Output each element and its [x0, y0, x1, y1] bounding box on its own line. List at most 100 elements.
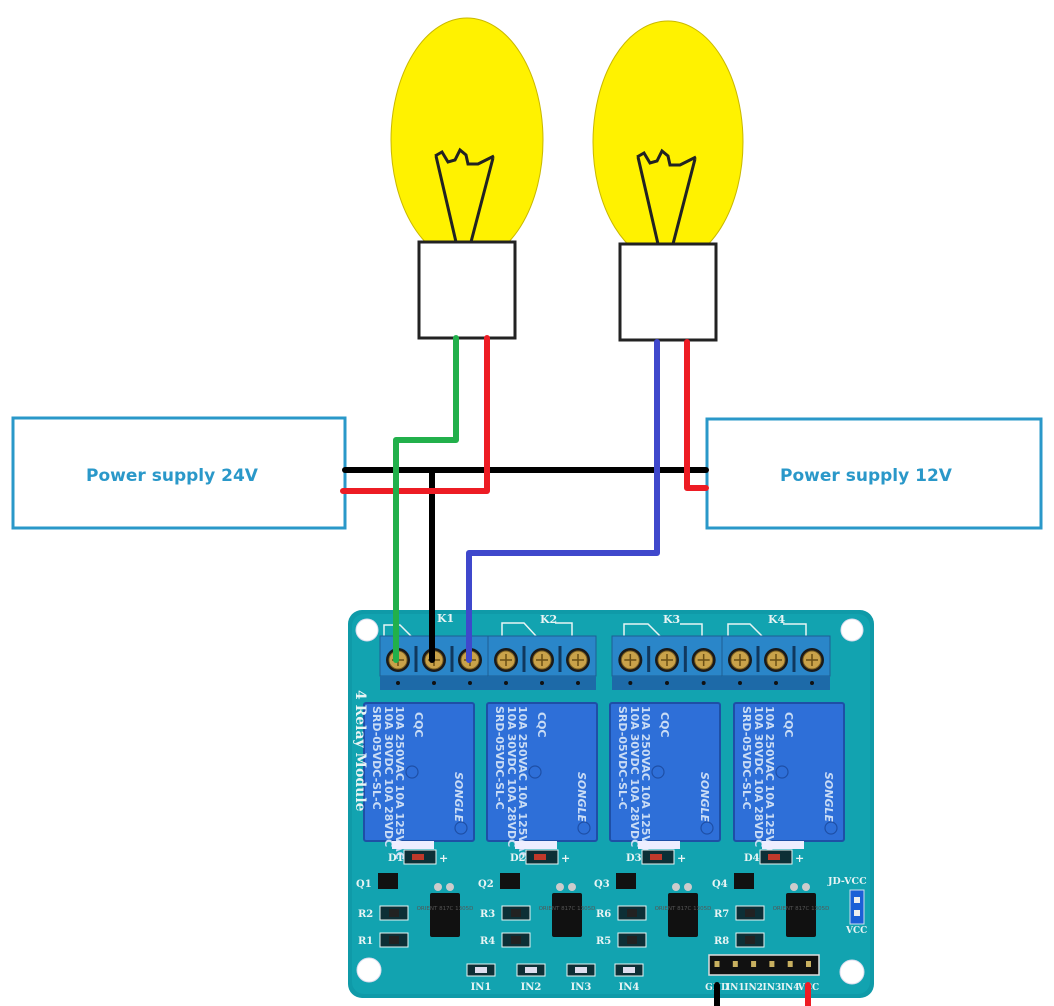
- opto-pad: [568, 883, 576, 891]
- terminal-divider: [792, 646, 796, 672]
- resistor-body: [745, 936, 755, 944]
- resistor-body: [627, 909, 637, 917]
- resistor-label: R5: [596, 936, 611, 947]
- resistor-body: [511, 909, 521, 917]
- optocoupler: [430, 893, 460, 937]
- diode-body: [650, 854, 662, 860]
- resistor-label: R3: [480, 909, 495, 920]
- wire-hole: [540, 681, 544, 685]
- jumper-pin: [854, 897, 860, 903]
- filament-icon: [636, 148, 697, 167]
- relay-mark: [651, 765, 665, 779]
- opto-pad: [684, 883, 692, 891]
- opto-pad: [802, 883, 810, 891]
- led-body: [575, 967, 587, 973]
- pin-header[interactable]: [708, 954, 820, 976]
- header-pin-label: IN3: [763, 983, 782, 993]
- header-pin[interactable]: [806, 961, 811, 967]
- screw-slot-icon: [572, 654, 584, 666]
- wire-hole: [810, 681, 814, 685]
- relay-mark: [528, 765, 542, 779]
- header-pin[interactable]: [732, 961, 738, 967]
- wire-hole: [701, 681, 706, 685]
- jumper-pin: [854, 910, 860, 916]
- opto-pad: [434, 883, 442, 891]
- wire-hole: [468, 681, 472, 685]
- header-pin[interactable]: [769, 961, 775, 967]
- transistor-label: Q2: [478, 879, 494, 890]
- transistor-label: Q4: [712, 879, 728, 890]
- header-pin[interactable]: [751, 961, 757, 967]
- relay-pin-cover: [762, 841, 804, 849]
- jumper-cap[interactable]: [849, 889, 865, 925]
- transistor-label: Q3: [594, 879, 610, 890]
- transistor: [616, 873, 636, 889]
- led-body: [525, 967, 537, 973]
- relay-label: K3: [663, 613, 680, 626]
- screw-slot-icon: [661, 654, 673, 666]
- diode-label: D3: [626, 853, 642, 864]
- relay-rating-dc: 10A 30VDC 10A 28VDC: [628, 706, 641, 847]
- optocoupler: [668, 893, 698, 937]
- resistor-label: R8: [714, 936, 729, 947]
- led-label: IN4: [619, 982, 640, 993]
- wire-hole: [774, 681, 778, 685]
- relay-rating-dc: 10A 30VDC 10A 28VDC: [505, 706, 518, 847]
- relay-brand: SONGLE: [698, 772, 711, 823]
- screw-slot-icon: [500, 654, 512, 666]
- relay-brand: SONGLE: [452, 772, 465, 823]
- bulb-socket: [618, 242, 718, 342]
- optocoupler: [786, 893, 816, 937]
- wire-hole: [576, 681, 580, 685]
- diode-polarity: +: [795, 852, 804, 865]
- relay-mark: [775, 765, 789, 779]
- filament-support: [636, 156, 697, 245]
- relay-pin-cover: [515, 841, 557, 849]
- power-supply-24v: Power supply 24V: [11, 416, 347, 530]
- screw-slot-icon: [770, 654, 782, 666]
- resistor-label: R4: [480, 936, 495, 947]
- relay-rating-ac: 10A 250VAC 10A 125VAC: [516, 706, 529, 860]
- bulb-glass: [390, 17, 544, 263]
- relay-rating-ac: 10A 250VAC 10A 125VAC: [639, 706, 652, 860]
- bulb-1: [390, 17, 544, 340]
- mounting-hole: [839, 959, 865, 985]
- relay-rating-dc: 10A 30VDC 10A 28VDC: [382, 706, 395, 847]
- relay-mark: [454, 821, 468, 835]
- relay-cert: CQC: [412, 712, 425, 738]
- led-label: IN2: [521, 982, 542, 993]
- bulb-2: [592, 20, 744, 342]
- terminal-divider: [558, 646, 562, 672]
- header-pin[interactable]: [714, 961, 720, 967]
- relay-silkscreen: [383, 622, 807, 638]
- relay-mark: [577, 821, 591, 835]
- transistor: [378, 873, 398, 889]
- mounting-hole: [840, 618, 864, 642]
- resistor-body: [745, 909, 755, 917]
- header-pin[interactable]: [787, 961, 793, 967]
- filament-support: [434, 155, 495, 243]
- transistor: [734, 873, 754, 889]
- relay-label: K4: [768, 613, 786, 626]
- relay-model: SRD-05VDC-SL-C: [616, 706, 629, 810]
- relay-pin-cover: [392, 841, 434, 849]
- relay-rating-dc: 10A 30VDC 10A 28VDC: [752, 706, 765, 847]
- terminal-divider: [647, 646, 651, 672]
- screw-slot-icon: [734, 654, 746, 666]
- wire-hole: [738, 681, 742, 685]
- wire-hole: [396, 681, 400, 685]
- diode-body: [768, 854, 780, 860]
- resistor-body: [511, 936, 521, 944]
- relay-model: SRD-05VDC-SL-C: [493, 706, 506, 810]
- resistor-label: R2: [358, 909, 373, 920]
- relay-label: K1: [437, 612, 454, 625]
- jd-vcc-jumper[interactable]: JD-VCC VCC: [827, 876, 867, 936]
- module-side-label: 4 Relay Module: [352, 690, 368, 812]
